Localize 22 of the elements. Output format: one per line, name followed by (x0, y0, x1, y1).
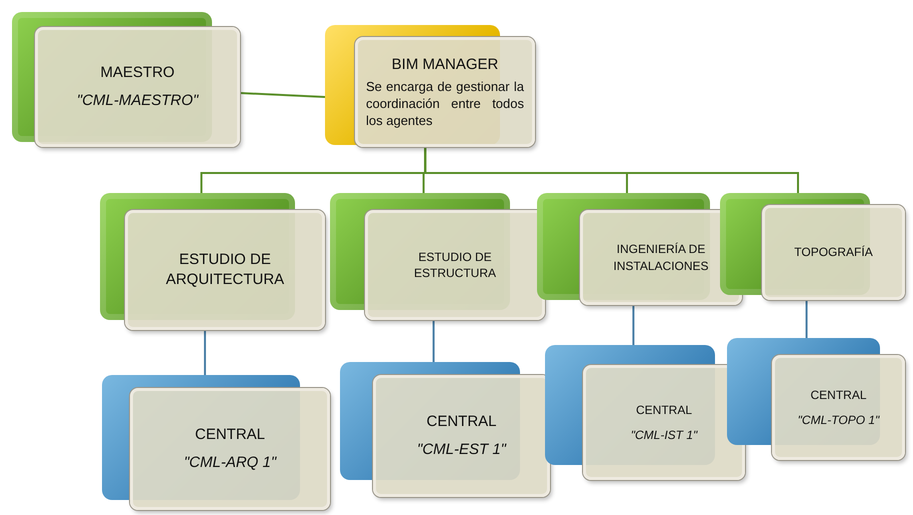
connector-line (204, 330, 206, 375)
box-subtitle: "CML-IST 1" (630, 426, 698, 443)
description-text: Se encarga de gestionar la coordinación entre todos los agentes (366, 78, 524, 130)
connector-line (240, 92, 326, 98)
box-title: CENTRAL (636, 402, 692, 418)
box-title: INGENIERÍA DE INSTALACIONES (612, 241, 710, 274)
connector-line (424, 147, 799, 193)
box-subtitle: "CML-TOPO 1" (798, 412, 880, 428)
connector-line (806, 300, 808, 338)
box-subtitle: "CML-ARQ 1" (184, 453, 276, 473)
box-title: MAESTRO (100, 62, 175, 83)
box-title: CENTRAL (426, 412, 496, 432)
box-subtitle: "CML-EST 1" (417, 440, 506, 460)
box-title: CENTRAL (810, 387, 866, 404)
connector-line (432, 320, 435, 362)
box-title: ESTUDIO DE ARQUITECTURA (164, 250, 286, 290)
box-title: CENTRAL (194, 424, 265, 445)
box-subtitle: "CML-MAESTRO" (76, 91, 198, 111)
box-title: TOPOGRAFÍA (794, 244, 873, 261)
connector-line (632, 305, 634, 345)
box-title: BIM MANAGER (392, 54, 498, 75)
box-title: ESTUDIO DE ESTRUCTURA (412, 248, 497, 282)
